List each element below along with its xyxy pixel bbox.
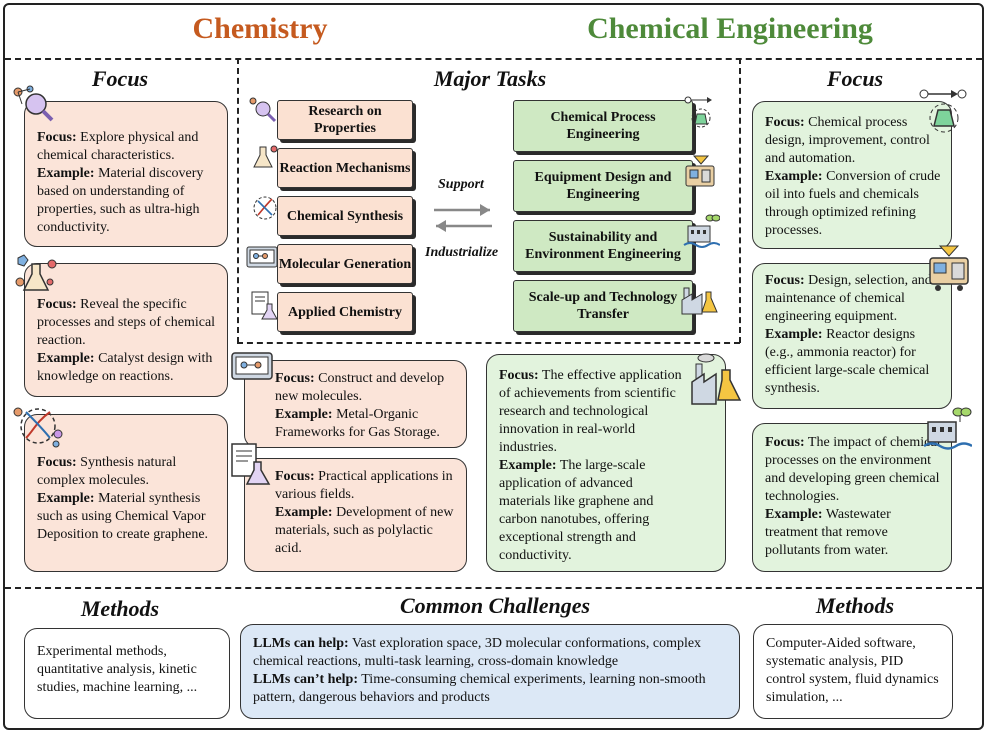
cant-help-label: LLMs can’t help: — [253, 672, 358, 687]
focus-text: Chemical process design, improvement, co… — [765, 115, 930, 166]
dna-molecule-icon — [13, 407, 63, 448]
methods-right-title: Methods — [815, 593, 895, 618]
task-molecular-generation: Molecular Generation — [277, 244, 413, 284]
example-text: Development of new materials, such as po… — [275, 505, 454, 556]
flask-molecule-icon — [15, 254, 57, 291]
example-label: Example: — [765, 507, 823, 522]
focus-box-equipment: Focus: Design, selection, and maintenanc… — [752, 263, 952, 409]
methods-left-box: Experimental methods, quantitative analy… — [24, 628, 230, 719]
challenges-box: LLMs can help: Vast exploration space, 3… — [240, 624, 740, 719]
methods-right-box: Computer-Aided software, systematic anal… — [753, 624, 953, 719]
methods-right-text: Computer-Aided software, systematic anal… — [766, 636, 939, 705]
bottom-divider — [5, 587, 982, 589]
focus-box-synthesis: Focus: Synthesis natural complex molecul… — [24, 414, 228, 572]
example-text: Material synthesis such as using Chemica… — [37, 491, 209, 542]
task-chemical-synthesis: Chemical Synthesis — [277, 196, 413, 236]
example-text: Wastewater treatment that remove polluta… — [765, 507, 891, 558]
factory-flask-small-icon — [681, 287, 718, 315]
common-challenges-title: Common Challenges — [399, 593, 591, 618]
task-equipment-design: Equipment Design and Engineering — [513, 160, 693, 212]
focus-text: Synthesis natural complex molecules. — [37, 455, 177, 488]
example-label: Example: — [37, 166, 95, 181]
focus-box-molecular-generation: Focus: Construct and develop new molecul… — [244, 360, 467, 448]
example-text: The large-scale application of advanced … — [499, 458, 654, 563]
example-text: Reactor designs (e.g., ammonia reactor) … — [765, 327, 930, 396]
outer-frame — [3, 3, 984, 730]
chemistry-title: Chemistry — [192, 12, 328, 45]
double-arrow-icon — [434, 204, 492, 232]
computer-molecule-small-icon — [246, 246, 278, 268]
focus-label: Focus: — [765, 273, 805, 288]
can-help-label: LLMs can help: — [253, 636, 349, 651]
document-flask-small-icon — [251, 291, 278, 320]
focus-text: Reveal the specific processes and steps … — [37, 297, 216, 348]
example-label: Example: — [765, 327, 823, 342]
magnifier-molecule-icon — [13, 85, 54, 122]
tasks-left-border — [237, 58, 239, 343]
tasks-right-border — [739, 58, 741, 343]
focus-text: The effective application of achievement… — [499, 368, 682, 455]
cant-help-text: Time-consuming chemical experiments, lea… — [253, 672, 706, 705]
focus-box-process: Focus: Chemical process design, improvem… — [752, 101, 952, 249]
reactor-machine-icon — [929, 245, 969, 291]
focus-label: Focus: — [275, 371, 315, 386]
focus-text: Practical applications in various fields… — [275, 469, 453, 502]
focus-label: Focus: — [765, 115, 805, 130]
example-label: Example: — [37, 351, 95, 366]
reactor-machine-small-icon — [685, 155, 715, 187]
flask-small-icon — [253, 145, 278, 168]
major-tasks-title: Major Tasks — [433, 66, 547, 91]
task-sustainability: Sustainability and Environment Engineeri… — [513, 220, 693, 272]
process-flow-icon — [919, 89, 967, 133]
molecule-magnifier-small-icon — [249, 97, 277, 123]
focus-box-sustainability: Focus: The impact of chemical processes … — [752, 423, 952, 572]
computer-molecule-icon — [231, 352, 273, 380]
example-text: Conversion of crude oil into fuels and c… — [765, 169, 941, 238]
methods-left-text: Experimental methods, quantitative analy… — [37, 644, 198, 695]
industrialize-label: Industrialize — [425, 245, 499, 260]
focus-text: Explore physical and chemical characteri… — [37, 130, 199, 163]
focus-label: Focus: — [37, 130, 77, 145]
focus-text: Construct and develop new molecules. — [275, 371, 445, 404]
example-label: Example: — [37, 491, 95, 506]
right-focus-title: Focus — [826, 66, 884, 91]
focus-box-scale-up: Focus: The effective application of achi… — [486, 354, 726, 572]
task-applied-chemistry: Applied Chemistry — [277, 292, 413, 332]
example-label: Example: — [499, 458, 557, 473]
task-chemical-process-engineering: Chemical Process Engineering — [513, 100, 693, 152]
water-treatment-small-icon — [683, 214, 720, 248]
water-treatment-icon — [923, 407, 972, 450]
focus-label: Focus: — [37, 455, 77, 470]
example-label: Example: — [765, 169, 823, 184]
focus-label: Focus: — [499, 368, 539, 383]
can-help-text: Vast exploration space, 3D molecular con… — [253, 636, 702, 669]
focus-box-reactions: Focus: Reveal the specific processes and… — [24, 263, 228, 397]
chemical-engineering-title: Chemical Engineering — [587, 12, 873, 45]
example-label: Example: — [275, 505, 333, 520]
left-focus-title: Focus — [91, 66, 149, 91]
factory-flask-icon — [691, 353, 742, 405]
focus-text: Design, selection, and maintenance of ch… — [765, 273, 932, 324]
example-label: Example: — [275, 407, 333, 422]
task-scale-up: Scale-up and Technology Transfer — [513, 280, 693, 332]
focus-box-properties: Focus: Explore physical and chemical cha… — [24, 101, 228, 247]
methods-left-title: Methods — [80, 596, 160, 621]
tasks-bottom-border — [237, 342, 740, 344]
process-flow-small-icon — [684, 96, 712, 128]
top-divider — [5, 58, 982, 60]
support-label: Support — [438, 177, 484, 192]
example-text: Material discovery based on understandin… — [37, 166, 204, 235]
task-research-on-properties: Research on Properties — [277, 100, 413, 140]
focus-label: Focus: — [765, 435, 805, 450]
focus-box-applied-chemistry: Focus: Practical applications in various… — [244, 458, 467, 572]
dna-small-icon — [253, 196, 277, 220]
focus-text: The impact of chemical processes on the … — [765, 435, 941, 504]
task-reaction-mechanisms: Reaction Mechanisms — [277, 148, 413, 188]
example-text: Metal-Organic Frameworks for Gas Storage… — [275, 407, 440, 440]
focus-label: Focus: — [37, 297, 77, 312]
example-text: Catalyst design with knowledge on reacti… — [37, 351, 213, 384]
document-flask-icon — [231, 443, 271, 485]
focus-label: Focus: — [275, 469, 315, 484]
